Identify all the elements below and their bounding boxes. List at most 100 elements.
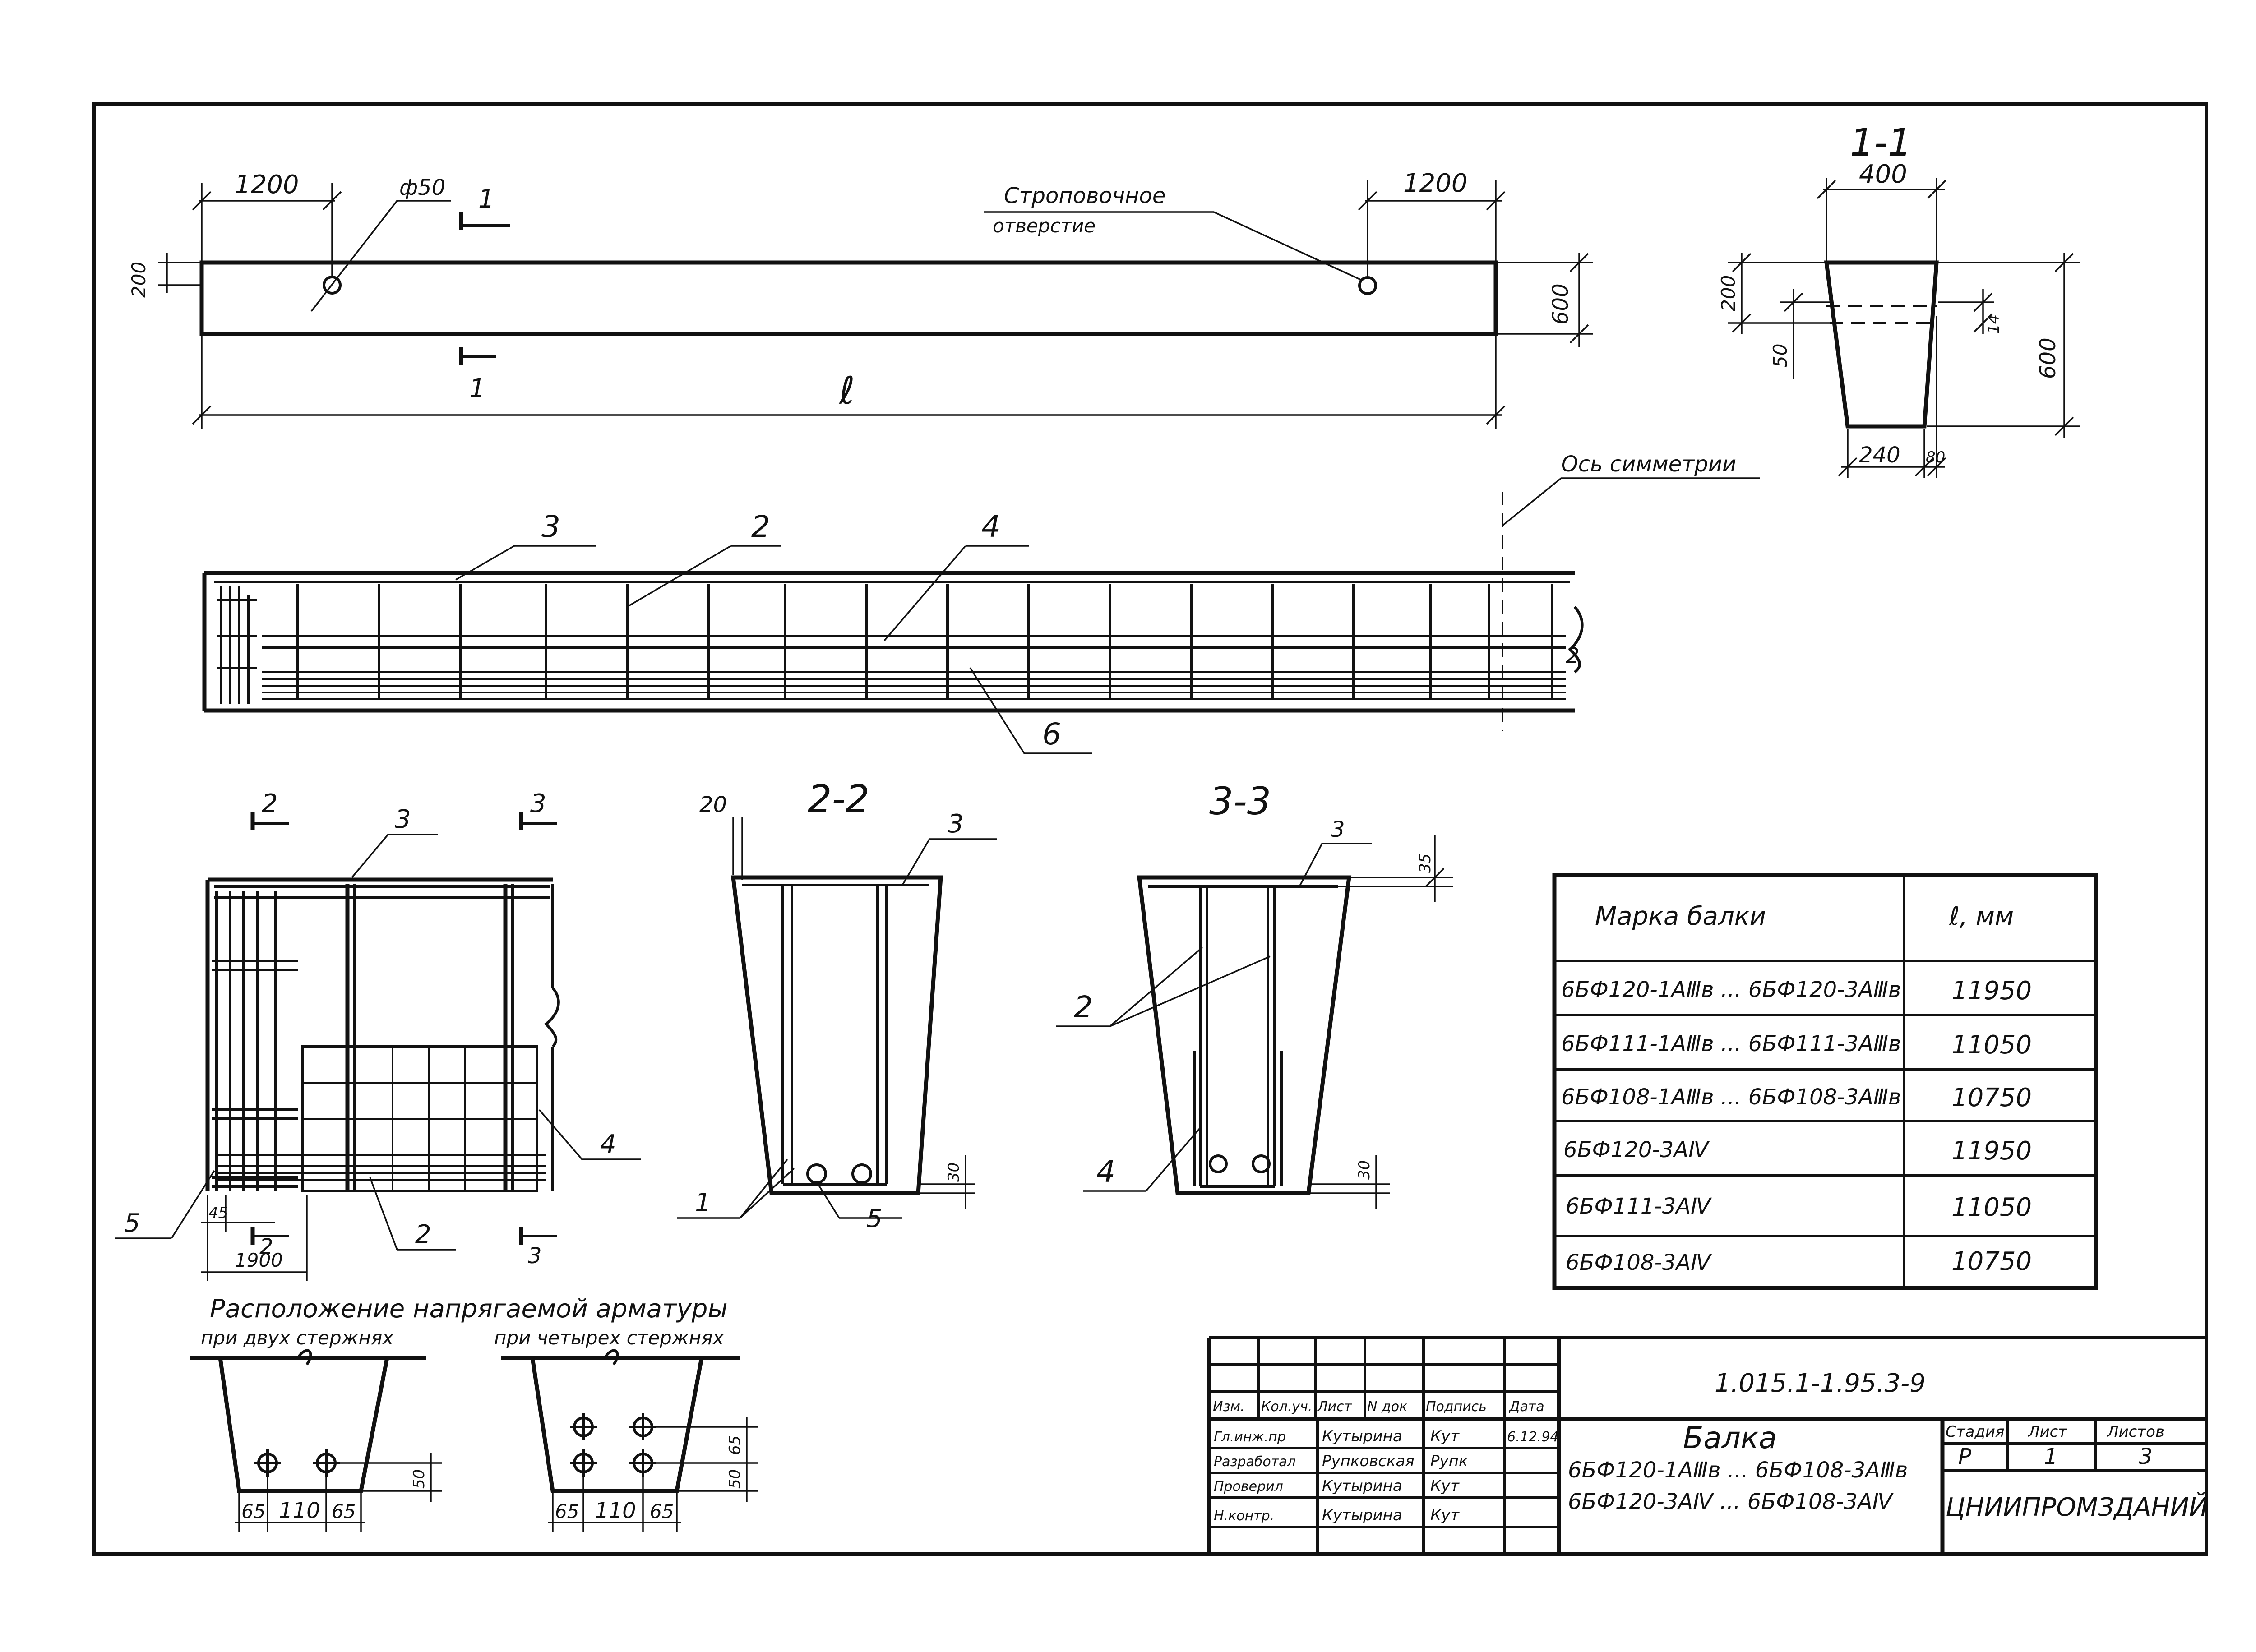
elevation-callout-4: 4 [981, 509, 1000, 544]
dim-1-1-right-small: 14 [1985, 314, 2003, 334]
tb-col-data: Дата [1508, 1399, 1544, 1415]
tb-sheet-value: 1 [2044, 1444, 2058, 1469]
section-2-2-callout-3: 3 [948, 809, 964, 839]
table-row-4-length: 11950 [1951, 1136, 2032, 1166]
table-row-3-length: 10750 [1951, 1083, 2032, 1112]
tb-sheets-label: Листов [2106, 1423, 2164, 1441]
tb-name-4: Кутырина [1322, 1506, 1402, 1524]
dim-1-1-height: 600 [2035, 337, 2061, 379]
dim-hole-diameter: ф50 [399, 175, 445, 200]
tb-name-2: Рупковская [1322, 1452, 1415, 1470]
plan-view: 1200 ф50 1200 Строповочное отверстие 200… [128, 169, 1593, 429]
prestress-title: Расположение напрягаемой арматуры [210, 1294, 728, 1324]
title-block: Изм. Кол.уч. Лист N док Подпись Дата Гл.… [1207, 1336, 2208, 1554]
dim-1-1-bottom-width: 240 [1859, 443, 1900, 468]
dim-hole-height: 200 [128, 262, 150, 298]
beam-table: Марка балки ℓ, мм 6БФ120-1АⅢв ... 6БФ120… [1552, 873, 2098, 1290]
four-bars-dim-1: 65 [555, 1500, 579, 1523]
tb-name-3: Кутырина [1322, 1477, 1402, 1495]
tb-col-podpis: Подпись [1426, 1399, 1487, 1415]
sling-hole-label-2: отверстие [993, 215, 1096, 237]
dim-1-1-small: 50 [1769, 344, 1791, 368]
sling-hole-label-1: Строповочное [1004, 183, 1165, 208]
dim-left-offset: 1200 [235, 170, 299, 199]
tb-col-izm: Изм. [1213, 1399, 1245, 1415]
tb-col-ndok: N док [1367, 1399, 1407, 1415]
dim-top-width: 400 [1859, 160, 1907, 189]
two-bars-dim-1: 65 [241, 1500, 265, 1523]
tb-date-1: 6.12.94 [1507, 1429, 1559, 1445]
elevation-callout-2: 2 [751, 509, 770, 544]
table-header-mark: Марка балки [1595, 902, 1766, 931]
table-row-1-length: 11950 [1951, 976, 2032, 1006]
prestress-two-bars-label: при двух стержнях [201, 1327, 394, 1349]
symmetry-axis-label: Ось симметрии [1561, 452, 1736, 477]
end-cut-mark-3-top: 3 [530, 789, 546, 818]
elevation-callout-3: 3 [541, 509, 560, 544]
section-2-2-title: 2-2 [808, 777, 869, 821]
cut-mark-bottom: 1 [469, 374, 485, 403]
section-2-2-callout-5: 5 [866, 1204, 883, 1233]
table-row-2-length: 11050 [1951, 1030, 2032, 1060]
table-row-5-length: 11050 [1951, 1193, 2032, 1222]
table-row-1-mark: 6БФ120-1АⅢв ... 6БФ120-3АⅢв [1561, 977, 1901, 1002]
prestress-layout: Расположение напрягаемой арматуры при дв… [190, 1294, 758, 1532]
section-3-3-callout-2: 2 [1074, 990, 1093, 1024]
section-2-2-outline [730, 875, 943, 1195]
table-row-6-length: 10750 [1951, 1247, 2032, 1276]
sheet-frame [92, 102, 2208, 1556]
end-callout-3: 3 [395, 805, 411, 834]
tb-stage-value: Р [1958, 1444, 1971, 1469]
tb-product-line-1: 6БФ120-1АⅢв ... 6БФ108-3АⅢв [1568, 1458, 1908, 1483]
tb-role-1: Гл.инж.пр [1214, 1429, 1286, 1445]
four-bars-dim-2: 110 [595, 1498, 636, 1523]
section-1-1-title: 1-1 [1850, 120, 1912, 165]
tb-doc-code: 1.015.1-1.95.3-9 [1715, 1369, 1926, 1398]
four-bars-dim-height-1: 65 [726, 1435, 744, 1455]
tb-sign-3: Кут [1430, 1477, 1460, 1495]
end-callout-5: 5 [124, 1209, 140, 1238]
table-row-4-mark: 6БФ120-3АⅣ [1563, 1137, 1710, 1163]
end-dim-total: 1900 [235, 1249, 283, 1271]
dim-length: ℓ [838, 369, 855, 413]
tb-product-line-2: 6БФ120-3АⅣ ... 6БФ108-3АⅣ [1568, 1489, 1894, 1514]
tb-col-kol: Кол.уч. [1261, 1399, 1312, 1415]
two-bars-dim-2: 110 [279, 1498, 320, 1523]
four-bars-dim-height-2: 50 [726, 1469, 744, 1489]
tb-col-list: Лист [1317, 1399, 1353, 1415]
tb-role-4: Н.контр. [1214, 1508, 1274, 1524]
tb-sign-2: Рупк [1430, 1452, 1468, 1470]
section-3-3-dim-bottom: 30 [1355, 1160, 1373, 1180]
tb-sign-1: Кут [1430, 1427, 1460, 1445]
cut-mark-top: 1 [478, 185, 495, 214]
stirrups [296, 584, 1553, 699]
dim-1-1-bottom-offset: 80 [1926, 448, 1945, 466]
elevation-reinforcement: Ось симметрии 2 3 2 4 6 [202, 452, 1760, 754]
table-header-length: ℓ, мм [1949, 902, 2014, 931]
section-2-2-dim-bottom: 30 [945, 1163, 963, 1182]
dim-1-1-upper: 200 [1717, 275, 1739, 311]
tb-name-1: Кутырина [1322, 1427, 1402, 1445]
two-bars-dim-3: 65 [332, 1500, 356, 1523]
tb-role-3: Проверил [1214, 1479, 1283, 1495]
tb-organization: ЦНИИПРОМЗДАНИЙ [1946, 1493, 2208, 1522]
section-3-3-callout-4: 4 [1096, 1154, 1115, 1189]
prestress-four-bars-label: при четырех стержнях [494, 1327, 724, 1349]
section-2-2-callout-1: 1 [695, 1188, 711, 1218]
beam-table-frame [1552, 873, 2098, 1290]
table-row-6-mark: 6БФ108-3АⅣ [1566, 1250, 1712, 1275]
dim-plan-height: 600 [1548, 283, 1573, 325]
end-callout-2: 2 [415, 1220, 431, 1249]
end-callout-4: 4 [600, 1130, 616, 1159]
tb-sheet-label: Лист [2027, 1423, 2067, 1441]
four-bars-dim-3: 65 [650, 1500, 674, 1523]
table-row-2-mark: 6БФ111-1АⅢв ... 6БФ111-3АⅢв [1561, 1031, 1901, 1057]
elevation-break-mark: 2 [1566, 643, 1580, 669]
section-3-3: 3-3 35 30 3 2 4 [1056, 779, 1453, 1209]
dim-right-offset: 1200 [1403, 169, 1468, 198]
section-1-1-outline [1824, 260, 1939, 429]
end-cut-mark-3-bottom: 3 [528, 1243, 542, 1269]
two-bars-dim-height: 50 [410, 1469, 428, 1489]
table-row-3-mark: 6БФ108-1АⅢв ... 6БФ108-3АⅢв [1561, 1084, 1901, 1110]
